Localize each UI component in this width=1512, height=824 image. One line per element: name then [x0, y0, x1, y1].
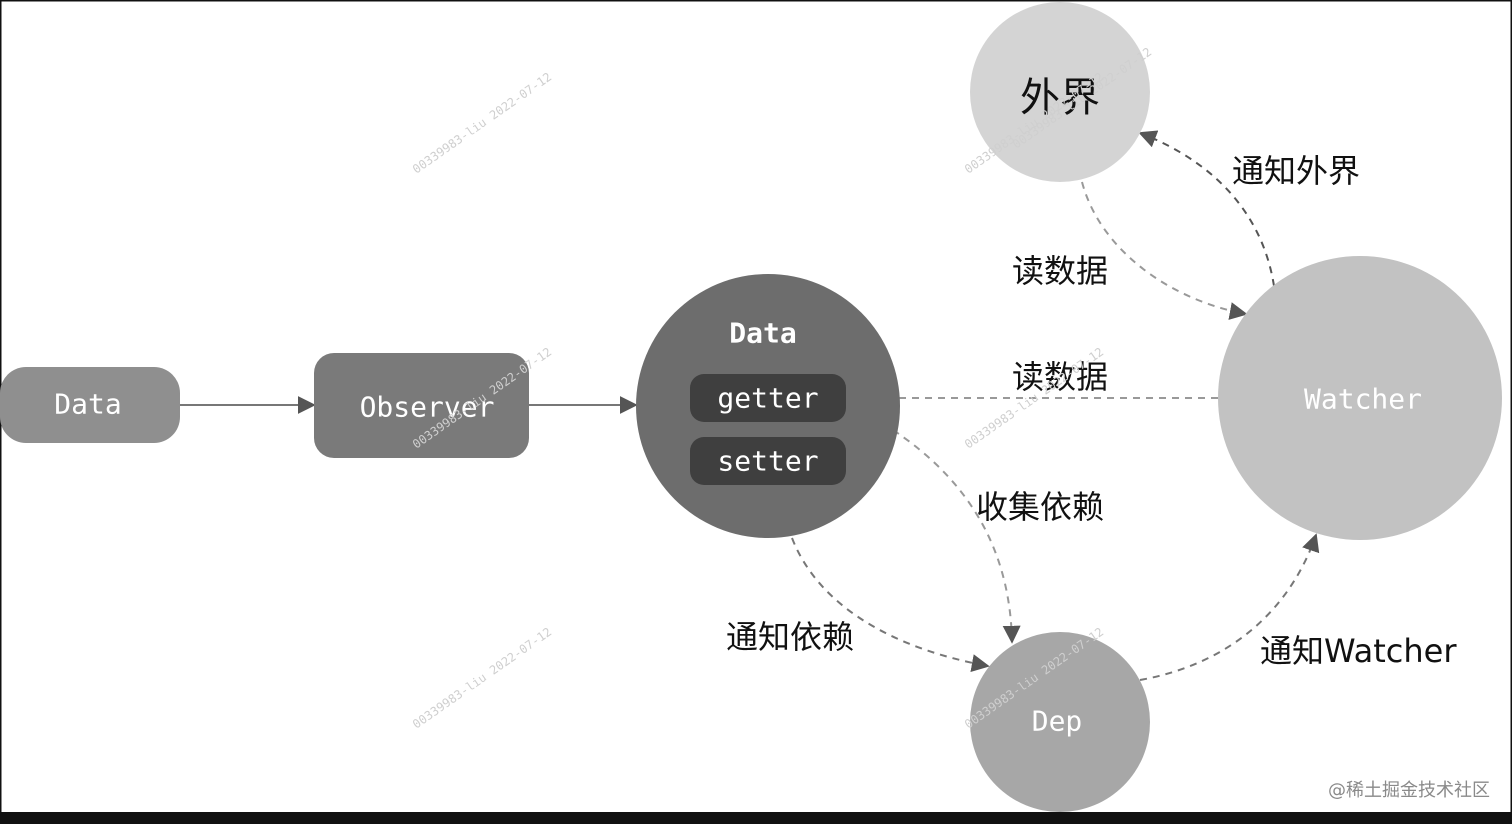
- arrow-watcher-notify-outside: [1138, 130, 1275, 287]
- dep-circle: [970, 632, 1150, 812]
- setter-box: [690, 437, 846, 485]
- observer-box: [314, 353, 529, 458]
- bottom-bar: [0, 812, 1512, 824]
- dep-label: Dep: [1031, 704, 1083, 738]
- label-read-data-mid: 读数据: [1012, 358, 1109, 396]
- label-read-data-top: 读数据: [1012, 252, 1109, 290]
- watcher-label: Watcher: [1303, 382, 1423, 416]
- label-collect-deps: 收集依赖: [976, 488, 1105, 526]
- arrow-outside-read-watcher: [1081, 181, 1248, 320]
- watcher-circle: [1218, 256, 1502, 540]
- credit-text: @稀土掘金技术社区: [1328, 780, 1490, 801]
- data-circle-title: Data: [729, 316, 797, 350]
- outside-circle: [970, 2, 1150, 182]
- setter-label: setter: [717, 444, 819, 478]
- label-notify-watcher: 通知Watcher: [1260, 632, 1457, 670]
- label-notify-outside: 通知外界: [1232, 152, 1361, 190]
- label-notify-deps: 通知依赖: [726, 618, 855, 656]
- arrow-data-notify-dep: [791, 537, 990, 672]
- outside-label: 外界: [1020, 75, 1100, 121]
- data-source-label: Data: [54, 387, 122, 421]
- data-source-box: [0, 367, 180, 443]
- observer-label: Observer: [359, 390, 495, 424]
- arrow-dep-notify-watcher: [1139, 533, 1320, 681]
- arrow-getter-collect-dep: [847, 403, 1021, 644]
- getter-box: [690, 374, 846, 422]
- getter-label: getter: [717, 381, 819, 415]
